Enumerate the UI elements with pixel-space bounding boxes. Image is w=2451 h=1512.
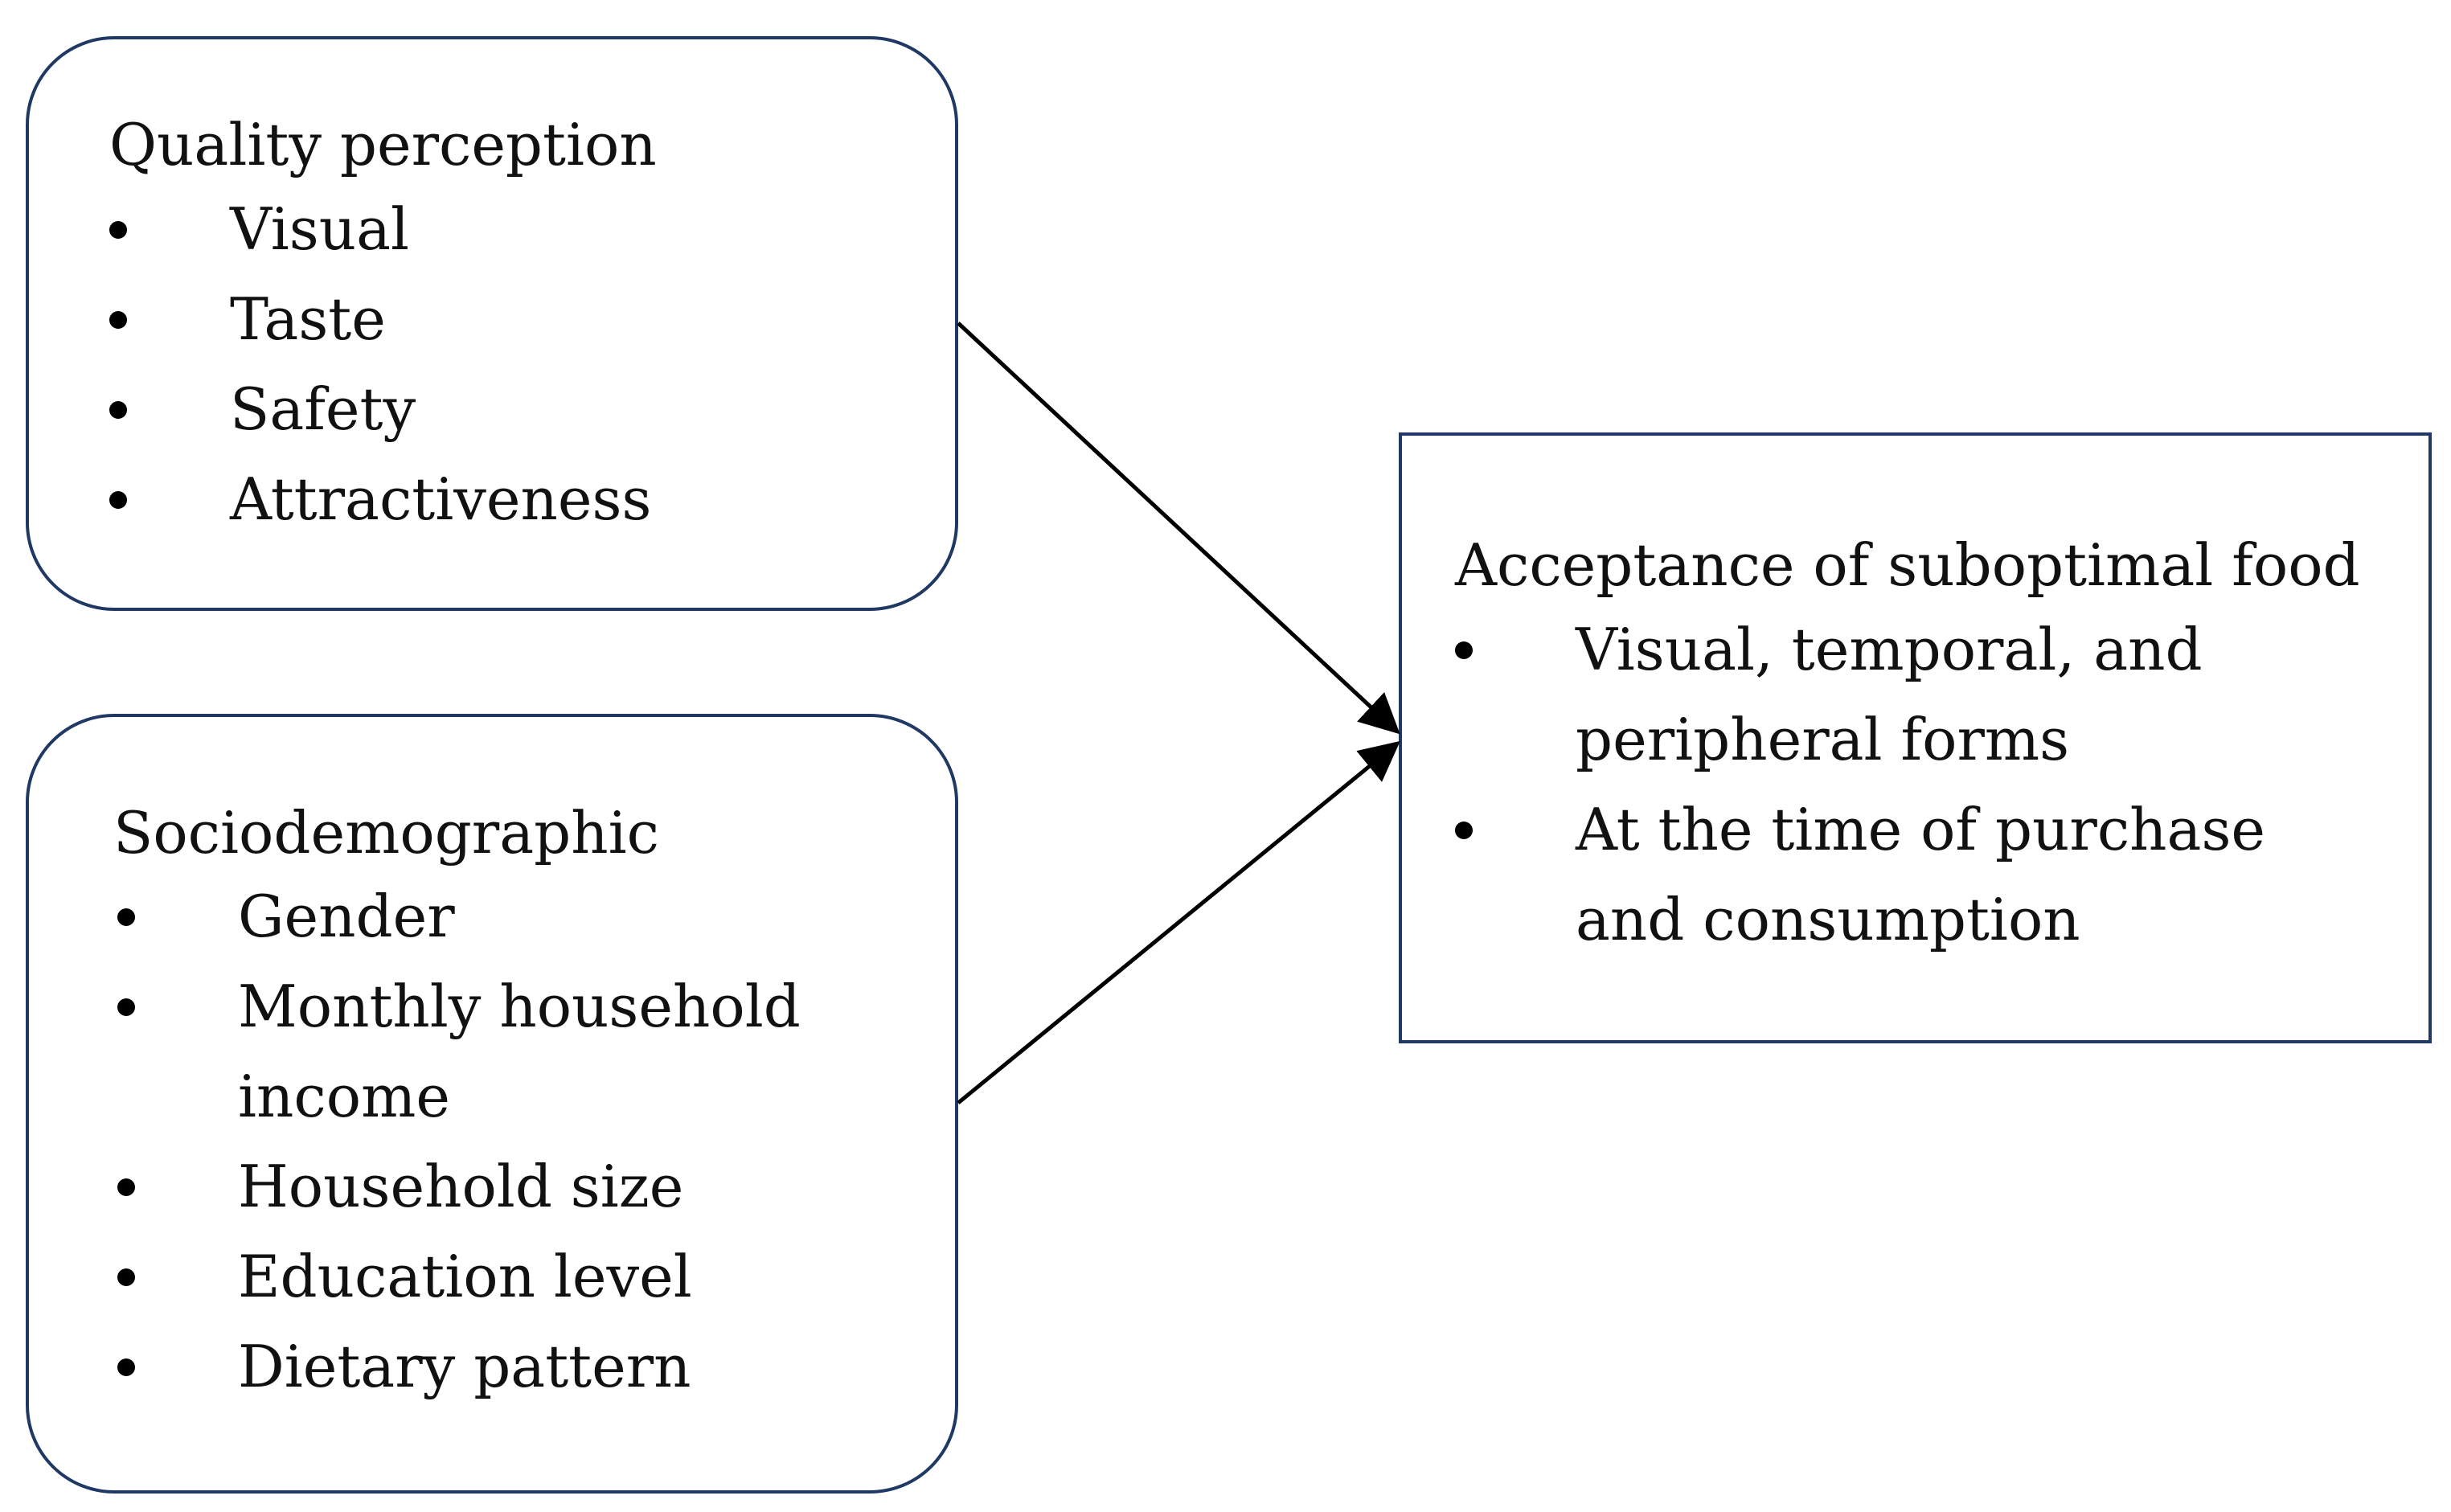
- acceptance-list: Visual, temporal, and peripheral forms A…: [1455, 604, 2265, 965]
- list-item: Visual, temporal, and peripheral forms: [1455, 604, 2265, 785]
- list-item: Dietary pattern: [117, 1321, 801, 1412]
- arrow-sociodemographic-to-acceptance: [957, 740, 1400, 1104]
- list-item-label: Visual, temporal, and: [1576, 616, 2203, 683]
- list-item: Taste: [109, 274, 651, 364]
- acceptance-title: Acceptance of suboptimal food: [1455, 531, 2360, 599]
- list-item-label: Monthly household: [238, 973, 801, 1040]
- quality-perception-list: Visual Taste Safety Attractiveness: [109, 184, 651, 544]
- list-item: Monthly household income: [117, 961, 801, 1141]
- list-item-label-continued: peripheral forms: [1576, 706, 2070, 773]
- quality-perception-title: Quality perception: [109, 111, 657, 178]
- sociodemographic-box: Sociodemographic Gender Monthly househol…: [26, 714, 958, 1494]
- arrow-quality-to-acceptance: [957, 322, 1400, 735]
- list-item: Safety: [109, 364, 651, 454]
- list-item-label-continued: income: [238, 1063, 450, 1130]
- sociodemographic-title: Sociodemographic: [113, 799, 659, 867]
- acceptance-box: Acceptance of suboptimal food Visual, te…: [1399, 432, 2432, 1043]
- list-item: At the time of purchase and consumption: [1455, 785, 2265, 965]
- list-item: Household size: [117, 1141, 801, 1231]
- list-item-label: At the time of purchase: [1576, 796, 2266, 863]
- list-item: Visual: [109, 184, 651, 274]
- sociodemographic-list: Gender Monthly household income Househol…: [117, 871, 801, 1412]
- list-item: Attractiveness: [109, 454, 651, 544]
- list-item: Gender: [117, 871, 801, 961]
- list-item: Education level: [117, 1231, 801, 1321]
- list-item-label-continued: and consumption: [1576, 886, 2080, 953]
- quality-perception-box: Quality perception Visual Taste Safety A…: [26, 36, 958, 611]
